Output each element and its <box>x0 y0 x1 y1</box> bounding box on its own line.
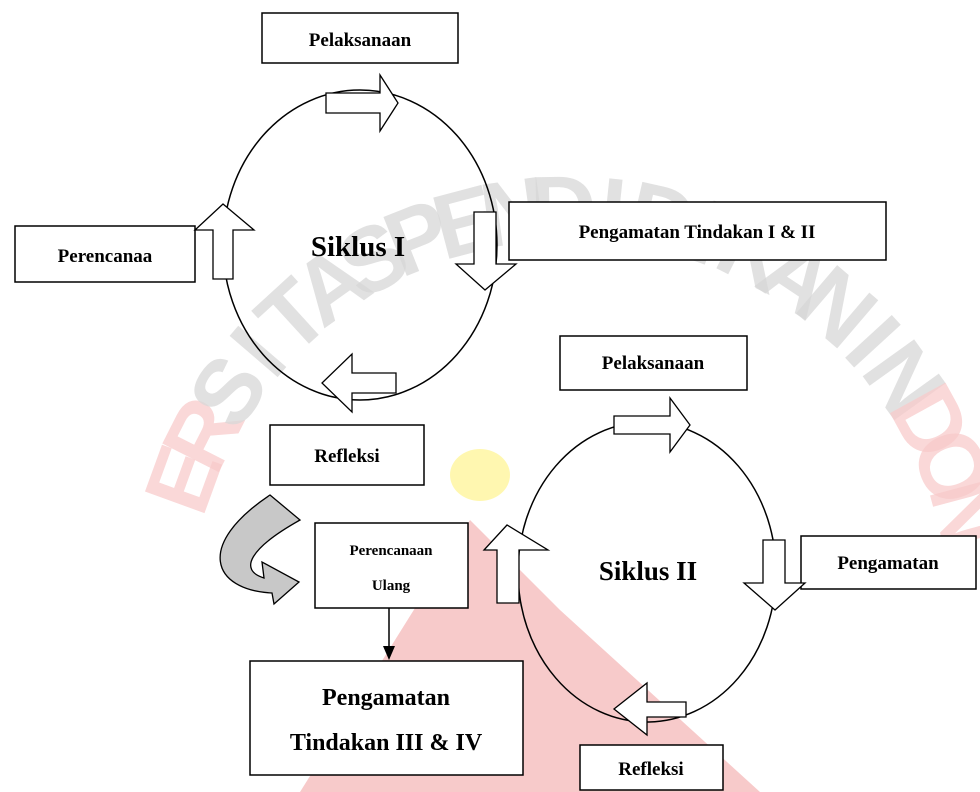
cycle-2-arrow-right-icon <box>613 396 691 454</box>
cycle-2-reflection-box <box>579 744 724 791</box>
observation-3-4-box <box>249 660 524 776</box>
cycle-1-observation-box <box>508 201 887 261</box>
cycle-1-reflection-box <box>269 424 425 486</box>
cycle-1-reflection-label: Refleksi <box>314 446 379 467</box>
cycle-2-execution-box <box>559 335 748 391</box>
cycle-2-observation-label: Pengamatan <box>837 553 939 574</box>
cycle-2-observation-box <box>800 535 977 590</box>
cycle-2: Siklus II Pelaksanaan Pengamatan Refleks… <box>482 335 977 791</box>
cycle-1-planning-label: Perencanaa <box>58 246 153 267</box>
curved-arrow-icon <box>219 494 302 606</box>
watermark-yellow-dot <box>450 449 510 501</box>
cycle-1: Siklus I Pelaksanaan Pengamatan Tindakan… <box>14 12 887 486</box>
cycle-2-execution-label: Pelaksanaan <box>602 353 705 374</box>
cycle-1-planning-box <box>14 225 196 283</box>
replan-label-line2: Ulang <box>372 578 411 594</box>
transition: Perencanaan Ulang Pengamatan Tindakan II… <box>219 494 524 776</box>
cycle-1-arrow-up-icon <box>193 203 256 280</box>
replan-box <box>314 522 469 609</box>
cycle-2-planning-arrow-up-icon <box>482 524 551 604</box>
cycle-1-arrow-down-icon <box>454 211 518 291</box>
replan-connector-arrowhead-icon <box>383 646 395 660</box>
cycle-1-arrow-left-icon <box>321 352 397 414</box>
cycle-1-title: Siklus I <box>311 231 405 263</box>
cycle-2-arrow-left-icon <box>612 681 687 737</box>
observation-3-4-line1: Pengamatan <box>322 685 450 711</box>
cycle-1-arrow-right-icon <box>325 72 399 134</box>
cycle-1-execution-box <box>261 12 459 64</box>
cycle-2-title: Siklus II <box>599 556 697 586</box>
replan-label-line1: Perencanaan <box>349 543 433 559</box>
cycle-2-arrow-down-icon <box>742 539 807 611</box>
cycle-1-observation-label: Pengamatan Tindakan I & II <box>579 222 816 243</box>
cycle-2-reflection-label: Refleksi <box>618 759 683 780</box>
cycle-1-execution-label: Pelaksanaan <box>309 30 412 51</box>
observation-3-4-line2: Tindakan III & IV <box>290 730 483 756</box>
